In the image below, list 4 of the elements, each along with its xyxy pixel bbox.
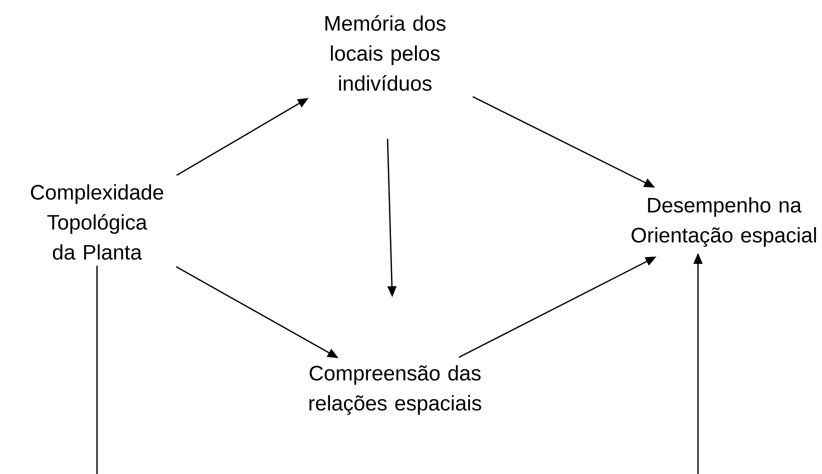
text-label: Desempenho na Orientação espacial — [632, 197, 816, 247]
text-label: Memória dos locais pelos indivíduos — [325, 15, 446, 91]
text-label: Compreensão das relações espaciais — [309, 365, 482, 415]
text-label: Complexidade Topológica da Planta — [30, 184, 164, 260]
